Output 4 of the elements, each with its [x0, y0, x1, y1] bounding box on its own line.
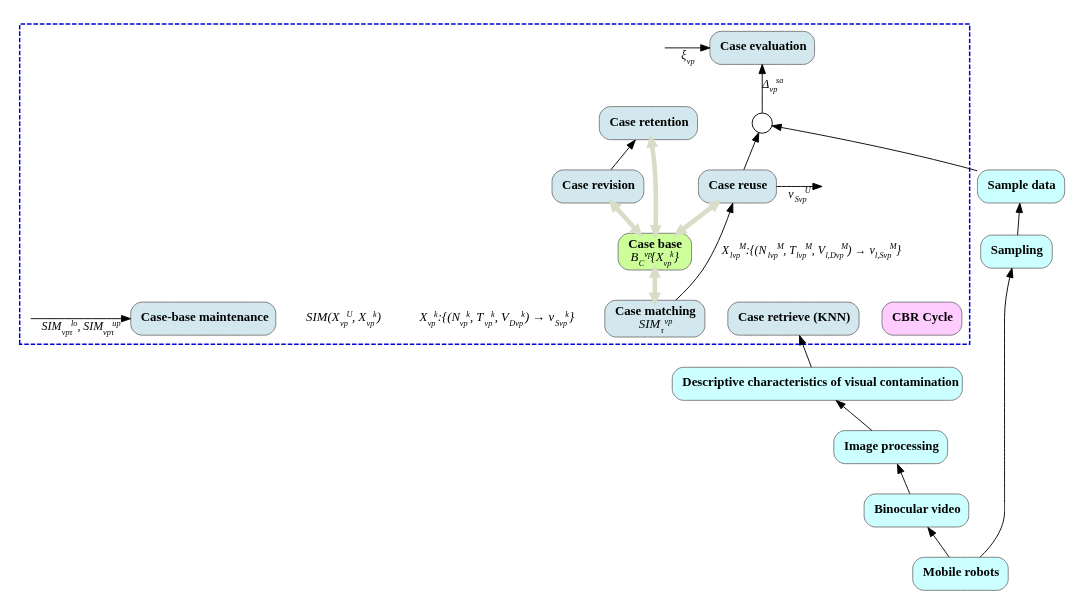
edge-label: ξ$_{vp}$ [681, 47, 695, 66]
label: X$_{vp}$$^{k}$:{(N$_{vp}$$^{k}$, T$_{vp}$$^{k}$, V$_{Dvp}$$^{k}$) → v$_{Svp}$$^{k}$} [419, 309, 575, 328]
edge-label: X$_{lvp}$$^{M}$:{(N$_{lvp}$$^{M}$, T$_{lvp}$$^{M}$, V$_{l,Dvp}$$^{M}$) → v$_{l,Svp}$$^{M}$} [721, 241, 902, 260]
label: SIM(X$_{vp}$$^{U}$, X$_{vp}$$^{k}$) [306, 309, 382, 328]
